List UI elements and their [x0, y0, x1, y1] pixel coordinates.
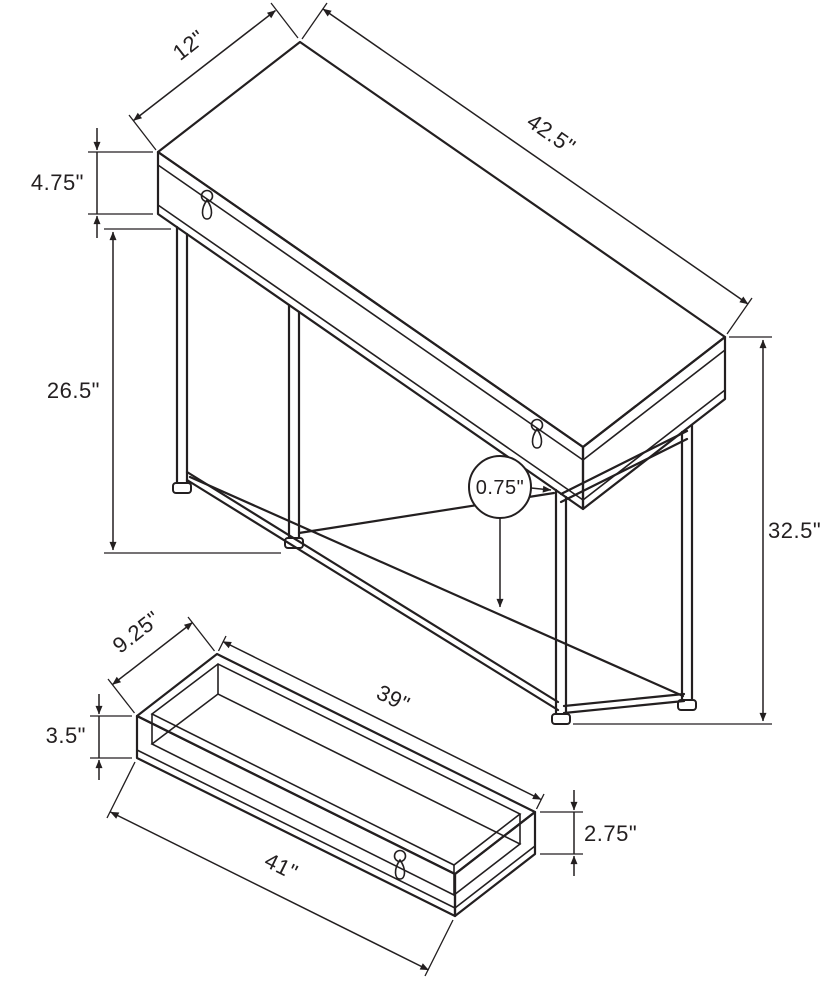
- drawer-pull-icon: [200, 189, 214, 220]
- tabletop-top-face: [156, 40, 727, 449]
- dim-top-thickness: 4.75": [31, 128, 153, 238]
- drawer-right-face: [453, 810, 537, 918]
- drawer-box: [135, 652, 537, 918]
- table-top-box: [156, 40, 727, 511]
- extension-line: [128, 114, 157, 151]
- dim-label-top-length: 42.5": [522, 108, 580, 159]
- leader-arrow: [530, 485, 552, 493]
- dimension-line: [112, 621, 193, 686]
- dim-label-frame-tube: 0.75": [476, 477, 525, 499]
- bottom-rail-line: [562, 699, 686, 715]
- extension-line: [106, 761, 136, 819]
- dim-label-drawer-front-height: 2.75": [584, 821, 637, 846]
- dim-top-length: 42.5": [301, 2, 753, 335]
- dim-top-depth: 12": [128, 2, 299, 151]
- foot-glide: [551, 713, 571, 725]
- dim-drawer-front-height: 2.75": [540, 790, 637, 876]
- front-band-line: [157, 204, 584, 501]
- dim-leg-height: 26.5": [47, 228, 281, 554]
- dim-label-drawer-outer-length: 41": [261, 848, 302, 885]
- drawer-pull-icon: [393, 849, 407, 880]
- dimension-line: [322, 8, 749, 305]
- drawer-inner-rim: [150, 663, 522, 866]
- dim-label-top-depth: 12": [168, 25, 210, 65]
- extension-line: [217, 635, 227, 652]
- dim-label-drawer-inner-length: 39": [373, 680, 414, 717]
- drawer-right-band: [454, 845, 536, 909]
- x-brace-line: [188, 475, 685, 698]
- dim-label-drawer-side-height: 3.5": [46, 723, 86, 748]
- extension-line: [535, 793, 545, 810]
- dim-label-overall-height: 32.5": [768, 518, 821, 543]
- extension-line: [270, 2, 299, 39]
- right-band-line: [582, 389, 726, 501]
- tabletop-right-face: [581, 335, 727, 511]
- dim-label-top-thickness: 4.75": [31, 170, 84, 195]
- dimension-line: [222, 640, 542, 801]
- dim-overall-height: 32.5": [573, 336, 821, 725]
- drawer-front-band: [136, 749, 456, 909]
- drawer-outer-rim: [135, 652, 537, 876]
- dim-frame-tube: 0.75": [468, 455, 552, 608]
- front-slab-line: [157, 164, 584, 461]
- dim-label-leg-height: 26.5": [47, 378, 100, 403]
- extension-line: [424, 919, 454, 977]
- dim-drawer-side-height: 3.5": [46, 694, 132, 780]
- drawer-inner-bottom: [150, 693, 522, 896]
- foot-glide: [677, 699, 697, 711]
- side-rail-line: [559, 437, 689, 504]
- extension-line: [107, 678, 136, 714]
- side-rail-line: [559, 429, 689, 496]
- drawer-pull-icon: [530, 418, 544, 449]
- dimension-line: [133, 9, 276, 122]
- foot-glide: [172, 482, 192, 494]
- table-metal-base: [172, 225, 697, 725]
- extension-line: [301, 2, 328, 40]
- bottom-rail-line: [562, 692, 686, 708]
- right-slab-line: [582, 349, 726, 461]
- dimension-line: [110, 811, 429, 971]
